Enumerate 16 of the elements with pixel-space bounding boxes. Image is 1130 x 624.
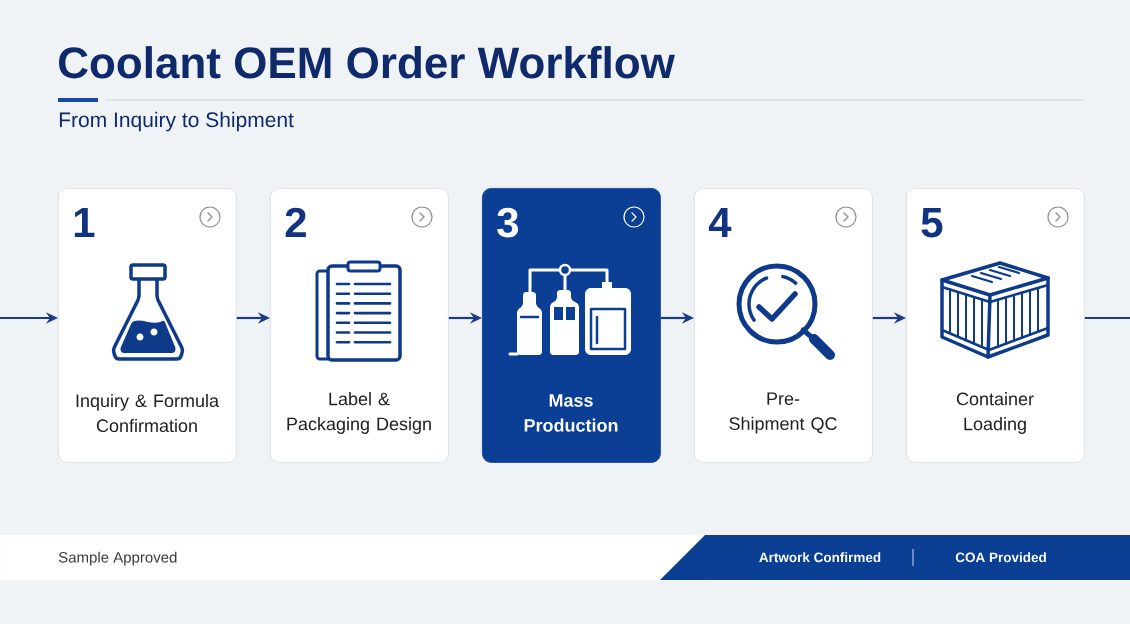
step-label: Label & Packaging Design [287, 392, 431, 434]
step-label: Pre- Shipment QC [729, 392, 837, 434]
banner-text: Artwork Confirmed [759, 552, 881, 563]
step-label: Inquiry & Formula Confirmation [76, 393, 219, 433]
step-number: 4 [708, 208, 732, 237]
banner-text: Sample Approved [58, 551, 177, 566]
step-label: Container Loading [956, 392, 1034, 434]
title: Coolant OEM Order Workflow [59, 46, 675, 79]
step-number: 2 [285, 207, 306, 237]
step-label: Mass Production [524, 394, 618, 432]
banner-text: COA Provided [955, 552, 1046, 563]
step-number: 5 [921, 208, 943, 238]
subtitle: From Inquiry to Shipment [59, 111, 294, 132]
connector-line [1084, 316, 1130, 320]
step-number: 3 [497, 207, 519, 238]
step-number: 1 [74, 208, 95, 237]
